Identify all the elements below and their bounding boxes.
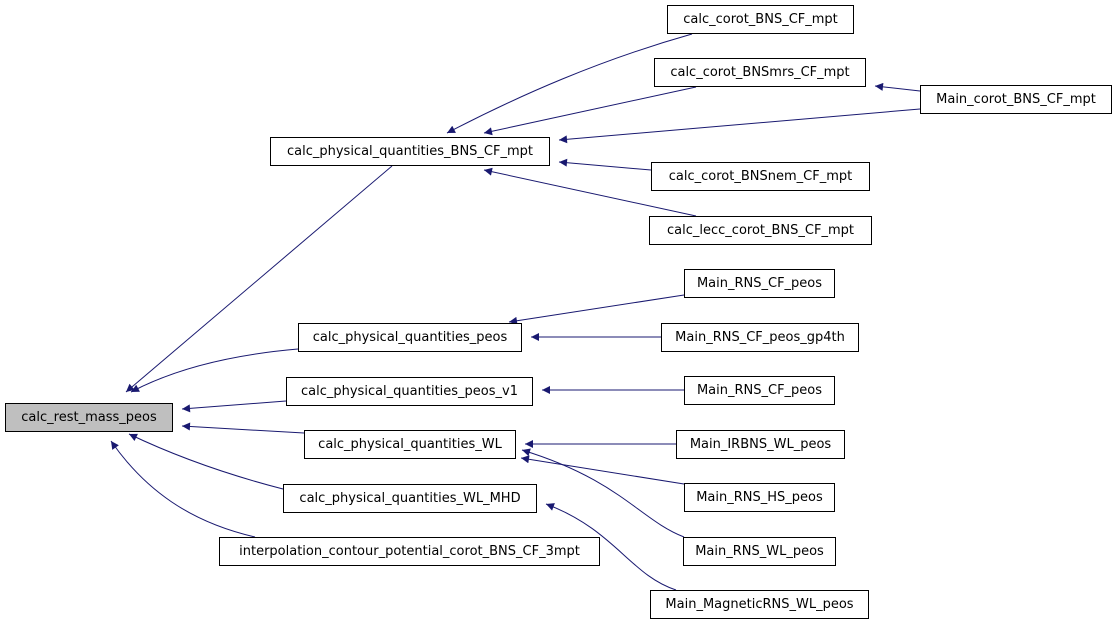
edge-n10-n1 (558, 158, 652, 171)
graph-node-main-corot-bns-cf-mpt[interactable]: Main_corot_BNS_CF_mpt (920, 85, 1112, 114)
node-label: interpolation_contour_potential_corot_BN… (239, 544, 580, 559)
graph-node-calc-physical-quantities-bns-cf-mpt[interactable]: calc_physical_quantities_BNS_CF_mpt (270, 137, 550, 166)
graph-node-calc-physical-quantities-peos[interactable]: calc_physical_quantities_peos (298, 323, 522, 352)
edge-n17-n4 (521, 448, 685, 538)
graph-node-calc-corot-bnsnem-cf-mpt[interactable]: calc_corot_BNSnem_CF_mpt (651, 162, 870, 191)
graph-node-interpolation-contour-potential-corot-bns-cf-3mpt[interactable]: interpolation_contour_potential_corot_BN… (219, 537, 600, 566)
node-label: Main_RNS_HS_peos (696, 490, 823, 505)
edge-layer (110, 33, 921, 591)
graph-node-calc-physical-quantities-wl-mhd[interactable]: calc_physical_quantities_WL_MHD (283, 484, 537, 513)
node-box (667, 5, 854, 34)
edge-n16-n4 (520, 455, 685, 485)
graph-node-calc-lecc-corot-bns-cf-mpt[interactable]: calc_lecc_corot_BNS_CF_mpt (649, 216, 872, 245)
edge-n12-n2 (508, 294, 685, 325)
node-box (684, 483, 835, 512)
graph-node-main-rns-cf-peos-gp4th[interactable]: Main_RNS_CF_peos_gp4th (661, 323, 859, 352)
graph-node-calc-corot-bns-cf-mpt[interactable]: calc_corot_BNS_CF_mpt (667, 5, 854, 34)
node-label: Main_RNS_CF_peos (697, 276, 822, 291)
node-label: calc_corot_BNS_CF_mpt (683, 12, 838, 27)
edge-n9-n1 (558, 108, 921, 144)
node-box (920, 85, 1112, 114)
node-label: Main_corot_BNS_CF_mpt (936, 92, 1096, 107)
node-layer: calc_rest_mass_peos calc_physical_quantit… (5, 5, 1112, 619)
node-box (650, 590, 869, 619)
graph-node-main-magneticrns-wl-peos[interactable]: Main_MagneticRNS_WL_peos (650, 590, 869, 619)
node-box (283, 484, 537, 513)
node-label: calc_corot_BNSnem_CF_mpt (669, 169, 852, 184)
node-label: calc_physical_quantities_WL_MHD (299, 491, 520, 506)
node-box (5, 403, 173, 432)
node-label: calc_physical_quantities_peos_v1 (301, 384, 518, 399)
node-label: calc_lecc_corot_BNS_CF_mpt (667, 223, 854, 238)
node-label: Main_MagneticRNS_WL_peos (665, 597, 853, 612)
graph-node-calc-physical-quantities-wl[interactable]: calc_physical_quantities_WL (304, 430, 516, 459)
edge-n9-n8 (874, 82, 921, 92)
node-label: Main_RNS_CF_peos (697, 383, 822, 398)
graph-node-main-rns-cf-peos[interactable]: Main_RNS_CF_peos (684, 376, 835, 405)
edge-n11-n1 (483, 167, 697, 217)
node-box (304, 430, 516, 459)
edge-n1-n0 (125, 165, 393, 393)
node-box (651, 162, 870, 191)
edge-n4-n0 (181, 422, 305, 434)
graph-node-main-rns-hs-peos[interactable]: Main_RNS_HS_peos (684, 483, 835, 512)
node-label: Main_RNS_CF_peos_gp4th (675, 330, 845, 345)
edge-n3-n0 (181, 400, 287, 413)
node-box (684, 376, 835, 405)
node-label: calc_physical_quantities_WL (318, 437, 502, 452)
edge-n5-n0 (128, 433, 284, 490)
node-box (298, 323, 522, 352)
node-label: Main_RNS_WL_peos (695, 544, 824, 559)
node-box (684, 269, 835, 298)
node-label: calc_rest_mass_peos (21, 410, 157, 425)
node-box (683, 537, 836, 566)
graph-node-main-irbns-wl-peos[interactable]: Main_IRBNS_WL_peos (676, 430, 845, 459)
node-box (654, 58, 866, 87)
node-box (649, 216, 872, 245)
graph-node-main-rns-cf-peos[interactable]: Main_RNS_CF_peos (684, 269, 835, 298)
edge-n8-n1 (483, 86, 697, 136)
node-label: calc_corot_BNSmrs_CF_mpt (670, 65, 849, 80)
node-box (286, 377, 533, 406)
root-node-calc-rest-mass-peos[interactable]: calc_rest_mass_peos (5, 403, 173, 432)
node-box (661, 323, 859, 352)
node-box (219, 537, 600, 566)
node-label: calc_physical_quantities_peos (313, 330, 508, 345)
node-box (270, 137, 550, 166)
graph-node-calc-physical-quantities-peos-v1[interactable]: calc_physical_quantities_peos_v1 (286, 377, 533, 406)
node-box (676, 430, 845, 459)
edge-n2-n0 (130, 348, 299, 393)
node-label: calc_physical_quantities_BNS_CF_mpt (287, 144, 533, 159)
node-label: Main_IRBNS_WL_peos (690, 437, 832, 452)
edge-n7-n1 (446, 33, 693, 134)
edge-n18-n5 (545, 503, 677, 591)
edge-n6-n0 (110, 440, 256, 538)
graph-node-calc-corot-bnsmrs-cf-mpt[interactable]: calc_corot_BNSmrs_CF_mpt (654, 58, 866, 87)
graph-node-main-rns-wl-peos[interactable]: Main_RNS_WL_peos (683, 537, 836, 566)
